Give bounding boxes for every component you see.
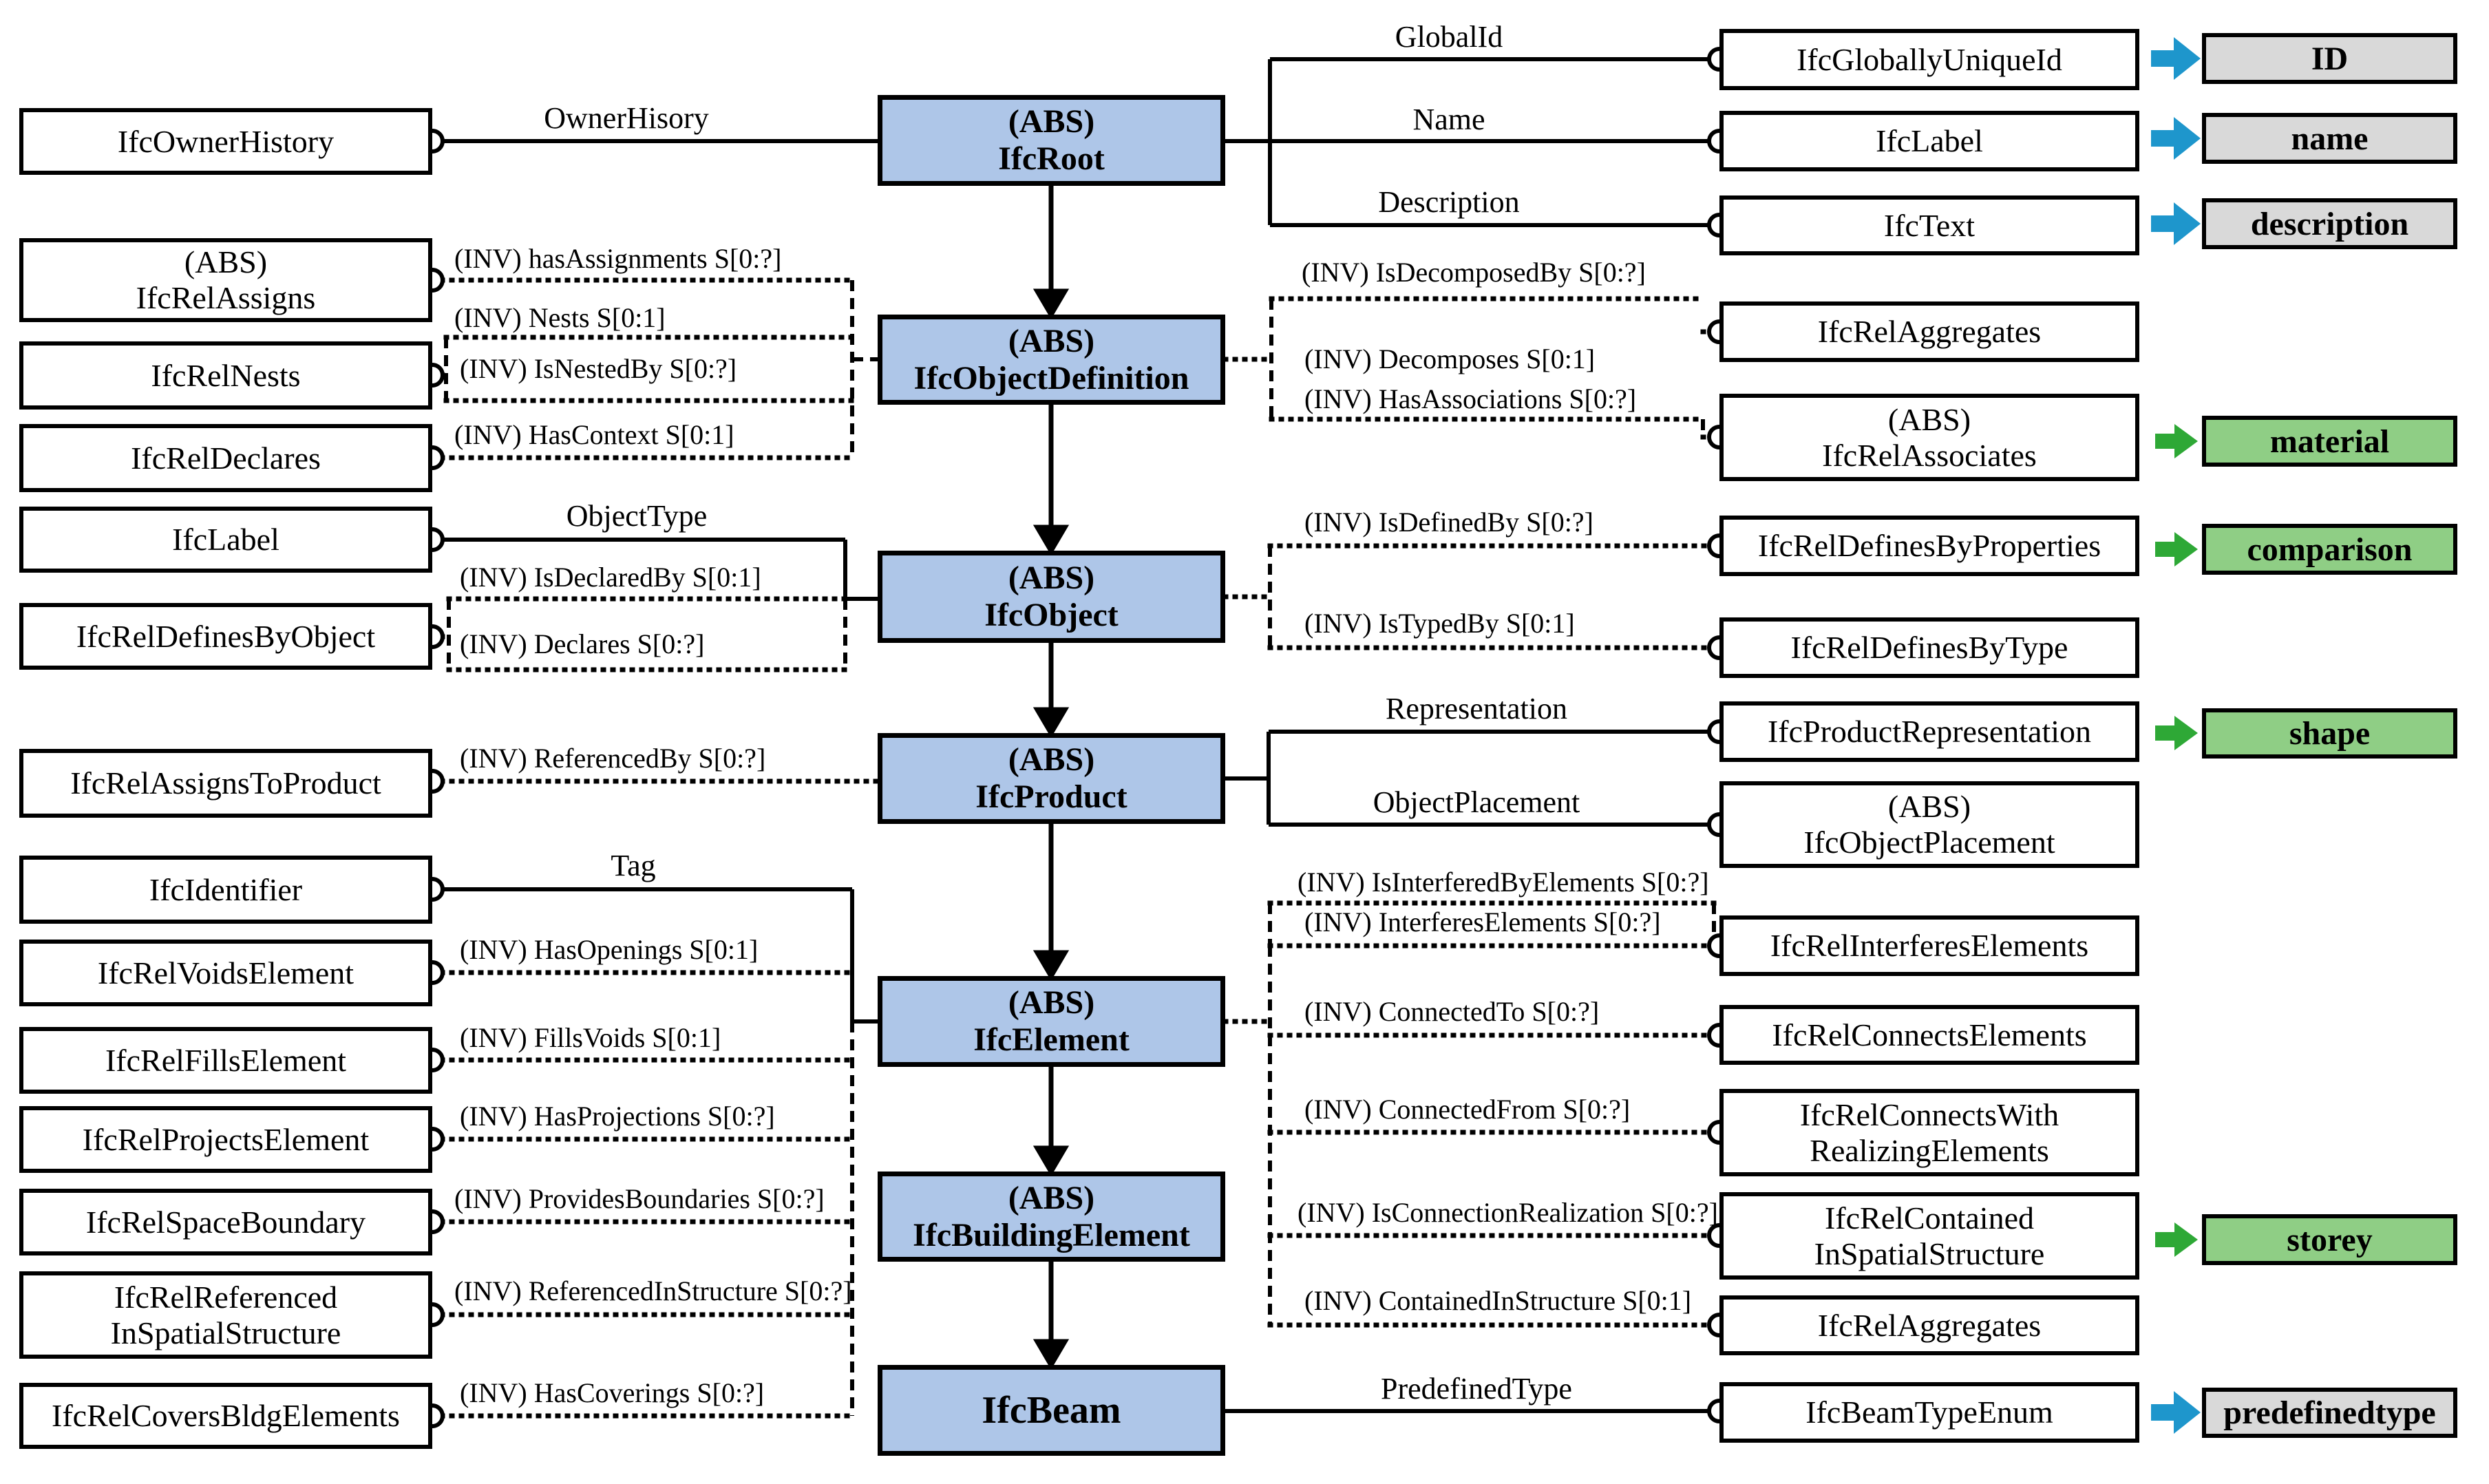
label-decomposes: (INV) Decomposes S[0:1] <box>1304 343 1596 374</box>
box-ifcreldeclares: IfcRelDeclares <box>19 424 432 492</box>
box-ifcrelaggregates-top: IfcRelAggregates <box>1719 301 2139 362</box>
box-ifcidentifier: IfcIdentifier <box>19 856 432 924</box>
arrowhead-element <box>1032 950 1070 981</box>
label-ownerhistory: OwnerHisory <box>544 101 709 135</box>
tag-predefinedtype: predefinedtype <box>2202 1388 2457 1438</box>
label-hasassignments: (INV) hasAssignments S[0:?] <box>454 243 782 274</box>
label-fillsvoids: (INV) FillsVoids S[0:1] <box>460 1022 721 1053</box>
box-ifctext: IfcText <box>1719 195 2139 255</box>
label-isdefinedby: (INV) IsDefinedBy S[0:?] <box>1304 507 1593 538</box>
label-description: Description <box>1378 185 1520 219</box>
box-ifcgloballyuniqueid: IfcGloballyUniqueId <box>1719 29 2139 90</box>
entity-ifcbuildingelement: (ABS) IfcBuildingElement <box>878 1172 1225 1262</box>
label-declares: (INV) Declares S[0:?] <box>460 628 705 659</box>
box-ifcrelinterfereselements: IfcRelInterferesElements <box>1719 915 2139 976</box>
label-referencedinstructure: (INV) ReferencedInStructure S[0:?] <box>454 1275 852 1306</box>
arrowhead-beam <box>1032 1339 1070 1370</box>
green-arrow-comparison <box>2155 532 2198 566</box>
box-ifcrelcoversbldgelements: IfcRelCoversBldgElements <box>19 1383 432 1449</box>
mapping-arrows <box>2151 37 2201 1434</box>
box-ifcrelvoidselement: IfcRelVoidsElement <box>19 940 432 1006</box>
label-isnestedby: (INV) IsNestedBy S[0:?] <box>460 353 737 384</box>
green-arrow-material <box>2155 424 2198 458</box>
label-nests: (INV) Nests S[0:1] <box>454 302 666 333</box>
label-globalid: GlobalId <box>1395 20 1503 54</box>
box-ifcrelassigns: (ABS) IfcRelAssigns <box>19 238 432 322</box>
box-ifcbeamtypeenum: IfcBeamTypeEnum <box>1719 1382 2139 1443</box>
dotted-connectors <box>430 277 1722 1419</box>
blue-arrow-id <box>2151 37 2201 80</box>
box-ifcreldefinesbytype: IfcRelDefinesByType <box>1719 617 2139 678</box>
entity-ifcelement: (ABS) IfcElement <box>878 976 1225 1067</box>
box-ifcobjectplacement: (ABS) IfcObjectPlacement <box>1719 781 2139 868</box>
label-hasprojections: (INV) HasProjections S[0:?] <box>460 1101 775 1132</box>
label-objectplacement: ObjectPlacement <box>1373 785 1580 819</box>
blue-arrow-predefinedtype <box>2151 1391 2201 1434</box>
entity-ifcobject: (ABS) IfcObject <box>878 551 1225 643</box>
label-hasassociations: (INV) HasAssociations S[0:?] <box>1304 383 1637 414</box>
arrowhead-object <box>1032 524 1070 555</box>
tag-name: name <box>2202 113 2457 164</box>
box-ifcreldefinesbyobject: IfcRelDefinesByObject <box>19 603 432 670</box>
tag-id: ID <box>2202 33 2457 84</box>
entity-ifcproduct: (ABS) IfcProduct <box>878 733 1225 824</box>
box-ifcproductrepresentation: IfcProductRepresentation <box>1719 701 2139 762</box>
box-ifcreldefinesbyproperties: IfcRelDefinesByProperties <box>1719 516 2139 576</box>
label-hasopenings: (INV) HasOpenings S[0:1] <box>460 934 759 965</box>
box-ifcrelaggregates-bottom: IfcRelAggregates <box>1719 1295 2139 1355</box>
label-isdecomposedby: (INV) IsDecomposedBy S[0:?] <box>1302 257 1646 288</box>
blue-arrow-name <box>2151 117 2201 160</box>
tag-material: material <box>2202 416 2457 467</box>
green-arrow-shape <box>2155 716 2198 750</box>
label-hascontext: (INV) HasContext S[0:1] <box>454 419 734 450</box>
label-objecttype: ObjectType <box>566 499 708 533</box>
blue-arrow-description <box>2151 202 2201 245</box>
label-name: Name <box>1412 103 1485 136</box>
label-istypedby: (INV) IsTypedBy S[0:1] <box>1304 608 1575 639</box>
box-ifcownerhistory: IfcOwnerHistory <box>19 108 432 175</box>
tag-storey: storey <box>2202 1214 2457 1265</box>
green-arrow-storey <box>2155 1222 2198 1257</box>
solid-connectors <box>432 57 1719 1413</box>
box-ifcrelnests: IfcRelNests <box>19 341 432 410</box>
label-referencedby: (INV) ReferencedBy S[0:?] <box>460 743 766 774</box>
tag-description: description <box>2202 198 2457 249</box>
box-ifcrelassignstoproduct: IfcRelAssignsToProduct <box>19 749 432 818</box>
label-tag: Tag <box>611 849 656 882</box>
inheritance-arrows <box>1032 186 1070 1370</box>
box-ifcrelconnectswithrealizingelements: IfcRelConnectsWith RealizingElements <box>1719 1089 2139 1176</box>
box-ifcrelprojectselement: IfcRelProjectsElement <box>19 1106 432 1173</box>
tag-shape: shape <box>2202 708 2457 759</box>
label-providesboundaries: (INV) ProvidesBoundaries S[0:?] <box>454 1183 825 1214</box>
entity-ifcroot: (ABS) IfcRoot <box>878 95 1225 186</box>
box-ifcrelassociates: (ABS) IfcRelAssociates <box>1719 394 2139 481</box>
box-ifcrelcontainedinspatialstructure: IfcRelContained InSpatialStructure <box>1719 1192 2139 1280</box>
label-hascoverings: (INV) HasCoverings S[0:?] <box>460 1377 765 1408</box>
tag-comparison: comparison <box>2202 524 2457 575</box>
box-ifclabel-left: IfcLabel <box>19 507 432 573</box>
box-ifcrelreferencedinspatialstructure: IfcRelReferenced InSpatialStructure <box>19 1271 432 1359</box>
box-ifcrelfillselement: IfcRelFillsElement <box>19 1027 432 1094</box>
label-isconnectionrealization: (INV) IsConnectionRealization S[0:?] <box>1298 1197 1718 1228</box>
arrowhead-product <box>1032 707 1070 738</box>
label-isinterferedbyelements: (INV) IsInterferedByElements S[0:?] <box>1298 867 1709 898</box>
entity-ifcobjectdefinition: (ABS) IfcObjectDefinition <box>878 315 1225 405</box>
label-connectedfrom: (INV) ConnectedFrom S[0:?] <box>1304 1094 1631 1125</box>
label-isdeclaredby: (INV) IsDeclaredBy S[0:1] <box>460 562 761 593</box>
dashed-trunks <box>444 280 1716 1416</box>
label-interfereselements: (INV) InterferesElements S[0:?] <box>1304 907 1661 937</box>
label-containedinstructure: (INV) ContainedInStructure S[0:1] <box>1304 1285 1692 1316</box>
box-ifcrelconnectselements: IfcRelConnectsElements <box>1719 1005 2139 1065</box>
entity-ifcbeam: IfcBeam <box>878 1365 1225 1456</box>
arrowhead-buildingelement <box>1032 1145 1070 1176</box>
label-connectedto: (INV) ConnectedTo S[0:?] <box>1304 996 1600 1027</box>
arrowhead-objectdefinition <box>1032 288 1070 319</box>
label-predefinedtype: PredefinedType <box>1381 1372 1572 1406</box>
label-representation: Representation <box>1386 692 1567 725</box>
box-ifcrelspaceboundary: IfcRelSpaceBoundary <box>19 1189 432 1255</box>
box-ifclabel-right: IfcLabel <box>1719 111 2139 171</box>
